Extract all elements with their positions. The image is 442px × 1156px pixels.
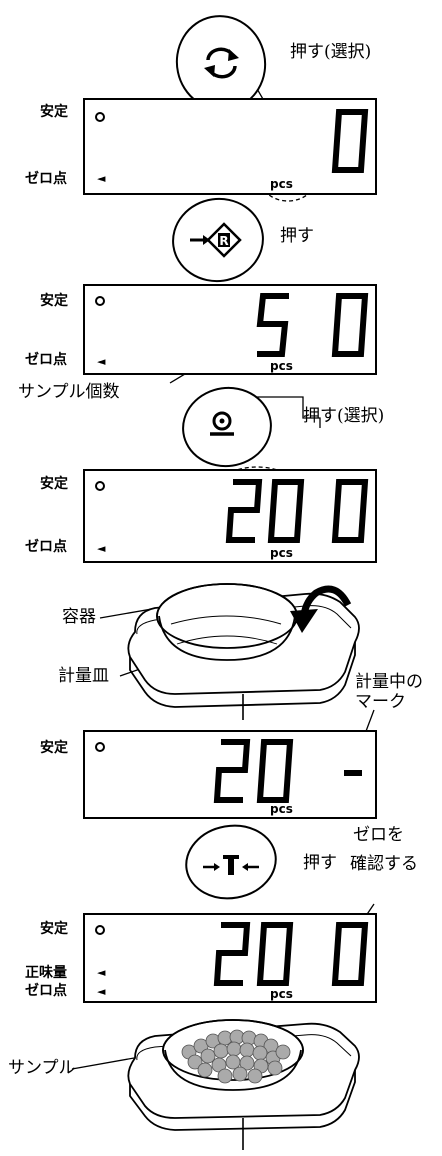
stable-label: 安定 [40,921,68,937]
press-label: 押す [280,226,314,246]
stable-indicator [95,925,105,935]
zero-label: ゼロ点 [25,539,67,555]
unit-label: pcs [270,987,293,1001]
weighing-mark-label-1: 計量中の [355,672,423,692]
net-indicator-arrow: ◄ [97,966,106,979]
digit-2 [225,479,263,543]
display-panel-4: pcs [83,730,377,819]
digit-0 [331,109,369,173]
stable-indicator [95,742,105,752]
cycle-icon [204,47,239,79]
net-label: 正味量 [25,965,67,981]
zero-label: ゼロ点 [25,983,67,999]
zero-indicator-arrow: ◄ [97,985,106,998]
unit-label: pcs [270,546,293,560]
tare-key[interactable] [183,823,279,901]
display-panel-2: ◄ pcs [83,284,377,375]
digit-2 [213,922,251,986]
display-panel-3: ◄ pcs [83,469,377,563]
cycle-key[interactable] [175,14,271,112]
stable-label: 安定 [40,293,68,309]
digit-0 [267,479,305,543]
weighing-mark-label-2: マーク [355,692,406,712]
digit-0 [331,479,369,543]
range-key[interactable]: R [170,197,266,283]
unit-label: pcs [270,359,293,373]
confirm-zero-label-1: ゼロを [353,825,404,845]
sample-key[interactable] [180,385,276,471]
digit-5 [256,293,289,357]
digit-0 [256,739,294,803]
digit-0 [331,922,369,986]
svg-text:R: R [219,234,228,248]
stable-label: 安定 [40,476,68,492]
zero-label: ゼロ点 [25,352,67,368]
stable-indicator [95,481,105,491]
select-press-label: 押す(選択) [290,42,372,62]
digit-0 [331,293,369,357]
stable-label: 安定 [40,104,68,120]
digit-0 [256,922,294,986]
unit-label: pcs [270,802,293,816]
zero-indicator-arrow: ◄ [97,172,106,185]
container [156,583,298,661]
display-panel-1: ◄ pcs [83,98,377,195]
sample-count-label: サンプル個数 [18,382,120,402]
curved-arrow-icon [290,585,352,633]
zero-label: ゼロ点 [25,171,67,187]
zero-indicator-arrow: ◄ [97,355,106,368]
select-press-label-2: 押す(選択) [303,406,385,426]
unit-label: pcs [270,177,293,191]
sample-label: サンプル [8,1058,76,1078]
weighing-pan-label: 計量皿 [58,666,109,686]
stable-indicator [95,112,105,122]
digit-2 [213,739,251,803]
range-icon: R [190,222,242,258]
scale-with-samples [127,1019,360,1150]
confirm-zero-label-2: 確認する [350,854,418,874]
display-panel-5: ◄ ◄ pcs [83,913,377,1003]
stable-indicator [95,296,105,306]
sample-icon [210,411,234,436]
zero-indicator-arrow: ◄ [97,542,106,555]
container-label: 容器 [62,607,96,627]
minus-mark [344,770,362,776]
stable-label: 安定 [40,740,68,756]
tare-icon [203,855,259,875]
tare-press-label: 押す [303,853,337,873]
sample-balls [181,1029,291,1084]
